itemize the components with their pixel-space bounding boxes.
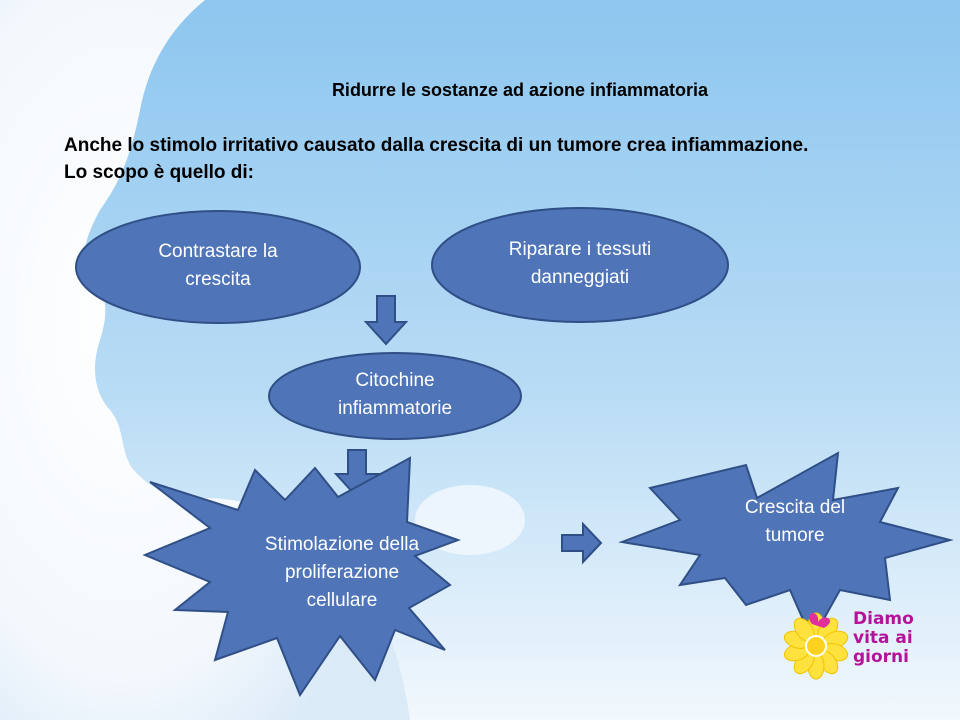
label-contrastare-line2: crescita	[185, 269, 251, 290]
node-stimolazione-star	[142, 456, 461, 698]
label-crescita-line1: Crescita del	[744, 497, 846, 518]
label-citochine: Citochine infiammatorie	[295, 367, 495, 423]
arrow-right	[561, 521, 603, 565]
label-crescita-line2: tumore	[765, 525, 825, 546]
logo-line3: giorni	[853, 647, 909, 667]
node-crescita-star	[618, 451, 954, 643]
label-riparare: Riparare i tessuti danneggiati	[470, 236, 690, 292]
flower-logo-icon	[783, 612, 849, 680]
intro-line-1: Anche lo stimolo irritativo causato dall…	[64, 135, 809, 156]
label-citochine-line2: infiammatorie	[337, 398, 453, 419]
intro-text: Anche lo stimolo irritativo causato dall…	[64, 132, 924, 186]
label-citochine-line1: Citochine	[355, 370, 435, 391]
slide-title: Ridurre le sostanze ad azione infiammato…	[331, 80, 709, 100]
logo-text: Diamo vita ai giorni	[853, 610, 943, 667]
label-stimolazione: Stimolazione della proliferazione cellul…	[232, 531, 452, 615]
label-riparare-line1: Riparare i tessuti	[508, 239, 652, 260]
arrow-down-1	[363, 295, 409, 346]
label-stimolazione-line3: cellulare	[306, 590, 378, 611]
logo-line2: vita ai	[853, 628, 913, 648]
label-crescita: Crescita del tumore	[700, 494, 890, 550]
label-riparare-line2: danneggiati	[530, 267, 630, 288]
node-riparare	[431, 207, 729, 323]
label-stimolazione-line2: proliferazione	[284, 562, 400, 583]
label-contrastare: Contrastare la crescita	[118, 238, 318, 294]
label-contrastare-line1: Contrastare la	[158, 241, 278, 262]
intro-line-2: Lo scopo è quello di:	[64, 162, 254, 183]
logo-line1: Diamo	[853, 609, 914, 629]
node-contrastare	[75, 210, 361, 324]
node-citochine	[268, 352, 522, 440]
label-stimolazione-line1: Stimolazione della	[264, 534, 420, 555]
